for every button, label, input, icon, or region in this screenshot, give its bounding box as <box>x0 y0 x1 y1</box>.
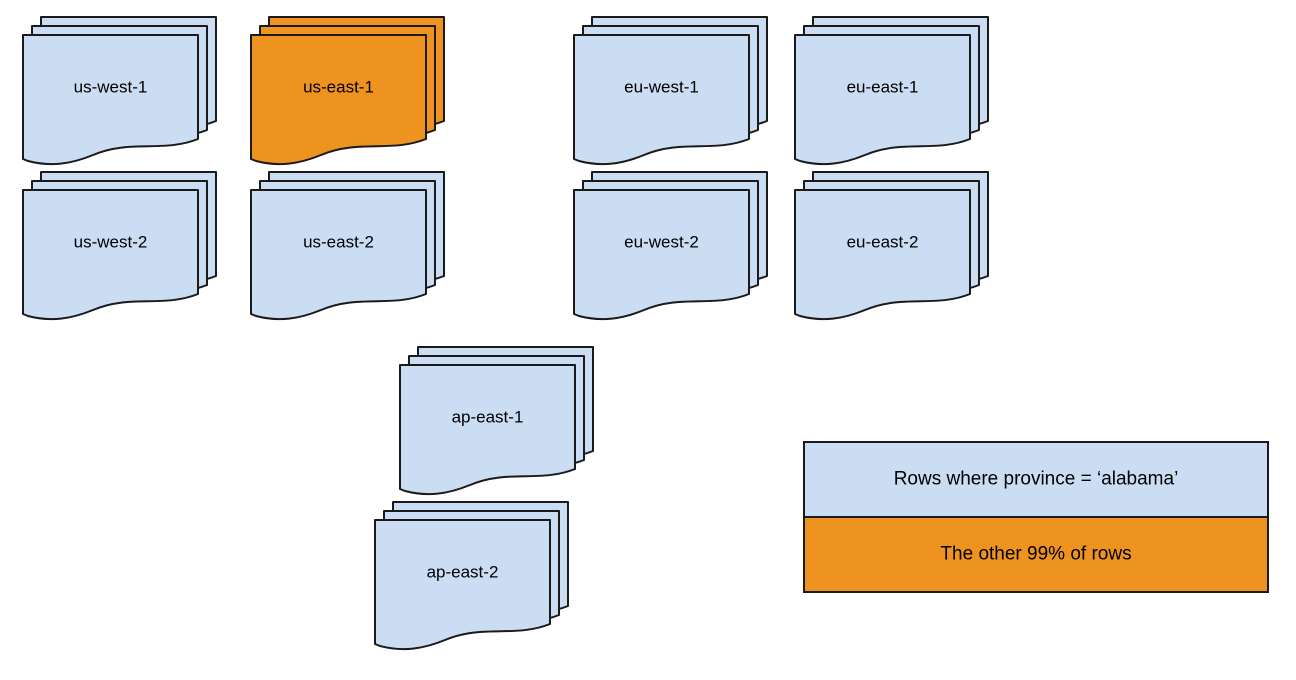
legend-row-legend-blue[interactable]: Rows where province = ‘alabama’ <box>803 441 1269 518</box>
legend-swatch-orange <box>803 516 1269 593</box>
document-sheet <box>22 34 199 166</box>
document-stack-eu-east-2[interactable]: eu-east-2 <box>794 171 989 321</box>
stack-label-us-east-2: us-east-2 <box>303 232 374 251</box>
document-sheet <box>250 189 427 321</box>
document-stack-ap-east-1[interactable]: ap-east-1 <box>399 346 594 496</box>
document-stack-us-east-1[interactable]: us-east-1 <box>250 16 445 166</box>
document-sheet <box>573 189 750 321</box>
document-sheet <box>374 519 551 651</box>
document-sheet <box>22 189 199 321</box>
document-sheet <box>250 34 427 166</box>
legend-label-legend-orange: The other 99% of rows <box>940 544 1131 565</box>
legend-label-legend-blue: Rows where province = ‘alabama’ <box>894 469 1179 490</box>
document-sheet <box>573 34 750 166</box>
stack-label-eu-east-1: eu-east-1 <box>847 77 919 96</box>
document-stack-us-west-2[interactable]: us-west-2 <box>22 171 217 321</box>
stack-label-us-west-2: us-west-2 <box>74 232 148 251</box>
stack-label-ap-east-2: ap-east-2 <box>427 562 499 581</box>
document-sheet <box>794 189 971 321</box>
stack-label-eu-west-2: eu-west-2 <box>624 232 699 251</box>
document-stack-eu-east-1[interactable]: eu-east-1 <box>794 16 989 166</box>
stack-label-us-east-1: us-east-1 <box>303 77 374 96</box>
document-sheet <box>399 364 576 496</box>
stack-label-eu-east-2: eu-east-2 <box>847 232 919 251</box>
legend-box: Rows where province = ‘alabama’ The other… <box>803 441 1269 593</box>
document-stack-us-west-1[interactable]: us-west-1 <box>22 16 217 166</box>
document-stack-eu-west-1[interactable]: eu-west-1 <box>573 16 768 166</box>
stack-label-ap-east-1: ap-east-1 <box>452 407 524 426</box>
legend-swatch-blue <box>803 441 1269 518</box>
stack-label-us-west-1: us-west-1 <box>74 77 148 96</box>
stacks-layer: us-west-1 us-east-1 eu-west-1 eu-east-1 us-w… <box>22 16 989 651</box>
document-stack-eu-west-2[interactable]: eu-west-2 <box>573 171 768 321</box>
document-stack-us-east-2[interactable]: us-east-2 <box>250 171 445 321</box>
document-sheet <box>794 34 971 166</box>
legend-row-legend-orange[interactable]: The other 99% of rows <box>803 516 1269 593</box>
stack-label-eu-west-1: eu-west-1 <box>624 77 699 96</box>
document-stack-ap-east-2[interactable]: ap-east-2 <box>374 501 569 651</box>
